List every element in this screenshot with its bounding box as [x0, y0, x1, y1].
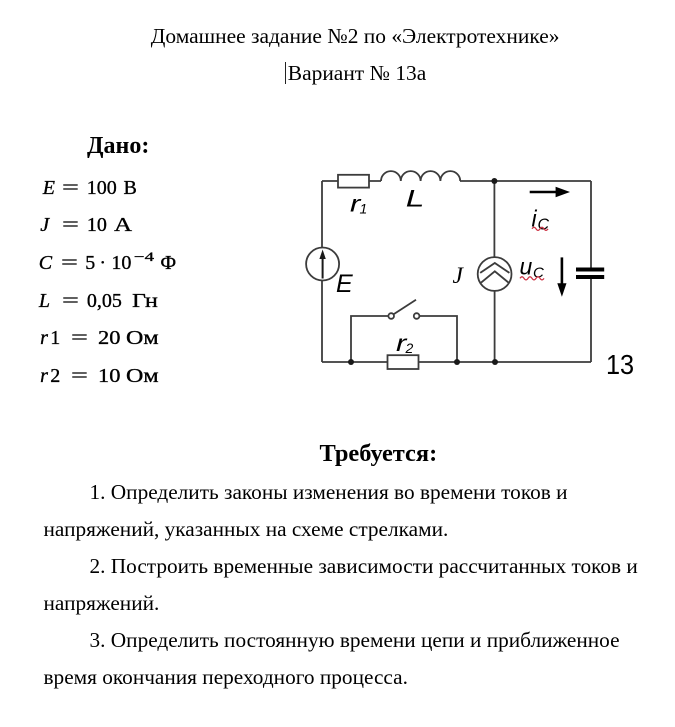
svg-text:1: 1: [360, 201, 368, 217]
svg-text:r: r: [350, 190, 363, 216]
svg-text:13: 13: [606, 349, 634, 380]
svg-text:C: C: [533, 265, 544, 282]
svg-text:u: u: [520, 254, 533, 280]
svg-text:r: r: [396, 330, 409, 356]
svg-text:E: E: [336, 270, 353, 298]
svg-text:J: J: [453, 263, 465, 289]
svg-text:L: L: [406, 186, 425, 212]
svg-text:i: i: [532, 205, 538, 231]
svg-text:C: C: [538, 217, 550, 234]
svg-text:2: 2: [405, 340, 414, 356]
